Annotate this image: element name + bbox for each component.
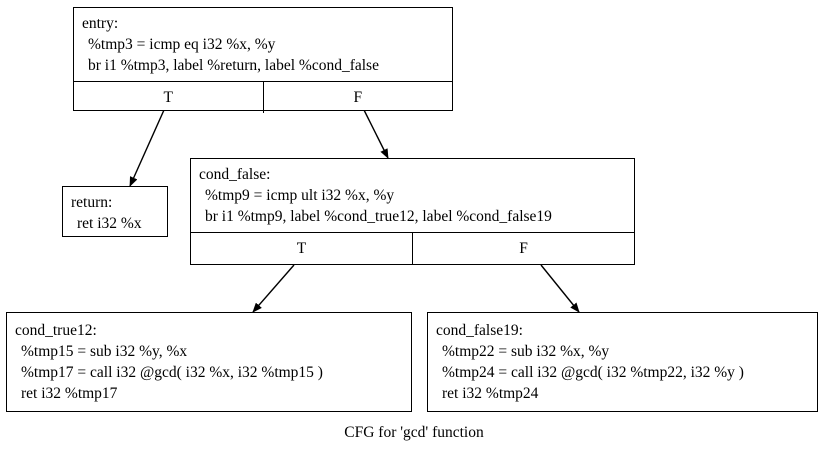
node-cond-false-line-1: br i1 %tmp9, label %cond_true12, label %… (205, 208, 552, 225)
node-cond-false19-line-1: %tmp24 = call i32 @gcd( i32 %tmp22, i32 … (442, 364, 744, 381)
diagram-caption: CFG for 'gcd' function (344, 424, 484, 441)
node-cond-false19-line-2: ret i32 %tmp24 (442, 385, 539, 402)
edge-cond-false-true-to-cond-true12 (252, 264, 295, 313)
node-return-line-0: ret i32 %x (77, 215, 142, 232)
node-cond-true12-label: cond_true12: (15, 322, 97, 339)
node-cond-false-port-false[interactable]: F (412, 233, 634, 264)
node-entry-line-1: br i1 %tmp3, label %return, label %cond_… (88, 57, 379, 74)
node-cond-false19-body: cond_false19: %tmp22 = sub i32 %x, %y %t… (428, 313, 817, 411)
node-cond-true12-line-2: ret i32 %tmp17 (21, 385, 118, 402)
node-entry-ports: T F (74, 81, 452, 113)
node-return-label: return: (71, 194, 113, 211)
edge-cond-false-false-to-cond-false19 (540, 264, 580, 313)
node-cond-true12[interactable]: cond_true12: %tmp15 = sub i32 %y, %x %tm… (6, 312, 412, 412)
node-return[interactable]: return: ret i32 %x (62, 186, 168, 237)
node-cond-false-port-true[interactable]: T (296, 239, 307, 257)
edge-entry-true-to-return (129, 109, 165, 187)
node-entry-port-true[interactable]: T (163, 88, 173, 106)
node-cond-false19-label: cond_false19: (436, 322, 523, 339)
node-cond-false-ports: T F (191, 232, 634, 264)
node-entry-port-false[interactable]: F (262, 82, 453, 113)
node-cond-false19[interactable]: cond_false19: %tmp22 = sub i32 %x, %y %t… (427, 312, 818, 412)
edge-entry-false-to-cond-false (363, 109, 389, 159)
node-cond-true12-body: cond_true12: %tmp15 = sub i32 %y, %x %tm… (7, 313, 411, 411)
node-entry-body: entry: %tmp3 = icmp eq i32 %x, %y br i1 … (74, 8, 452, 81)
node-cond-false-body: cond_false: %tmp9 = icmp ult i32 %x, %y … (191, 159, 634, 232)
node-cond-false19-line-0: %tmp22 = sub i32 %x, %y (442, 343, 610, 360)
node-cond-false[interactable]: cond_false: %tmp9 = icmp ult i32 %x, %y … (190, 158, 635, 265)
node-entry-line-0: %tmp3 = icmp eq i32 %x, %y (88, 36, 276, 53)
node-entry-label: entry: (82, 15, 119, 32)
node-entry[interactable]: entry: %tmp3 = icmp eq i32 %x, %y br i1 … (73, 7, 453, 113)
node-cond-true12-line-0: %tmp15 = sub i32 %y, %x (21, 343, 188, 360)
node-cond-false-line-0: %tmp9 = icmp ult i32 %x, %y (205, 187, 395, 204)
node-return-body: return: ret i32 %x (63, 187, 167, 239)
node-cond-true12-line-1: %tmp17 = call i32 @gcd( i32 %x, i32 %tmp… (21, 364, 323, 381)
node-cond-false-label: cond_false: (199, 166, 271, 183)
